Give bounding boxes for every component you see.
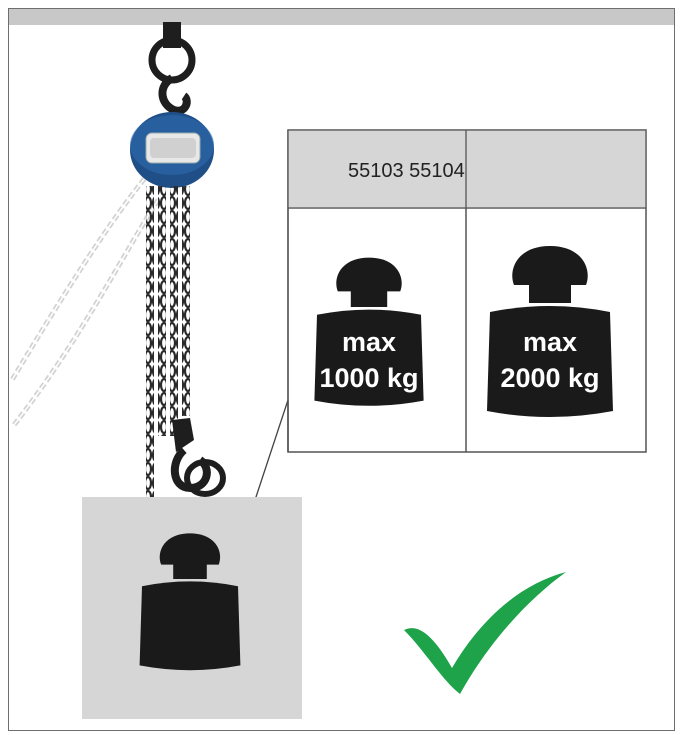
load-chains: [146, 186, 190, 502]
load-value: 2000 kg: [500, 363, 600, 393]
bottom-hook: [171, 418, 226, 497]
checkmark-icon: [404, 572, 566, 694]
hand-chain: [9, 170, 161, 427]
max-label: max: [341, 327, 397, 357]
chain-hoist-icon: [130, 112, 214, 188]
capacity-label-55104: max 2000 kg: [478, 324, 622, 396]
model-header: 55103 55104: [288, 130, 646, 208]
capacity-label-55103: max 1000 kg: [306, 324, 432, 396]
ceiling-beam: [9, 9, 674, 25]
model-numbers: 55103 55104: [348, 160, 465, 182]
max-label: max: [522, 327, 578, 357]
load-value: 1000 kg: [319, 363, 419, 393]
callout-lines: [254, 399, 289, 501]
top-hook: [148, 22, 196, 115]
